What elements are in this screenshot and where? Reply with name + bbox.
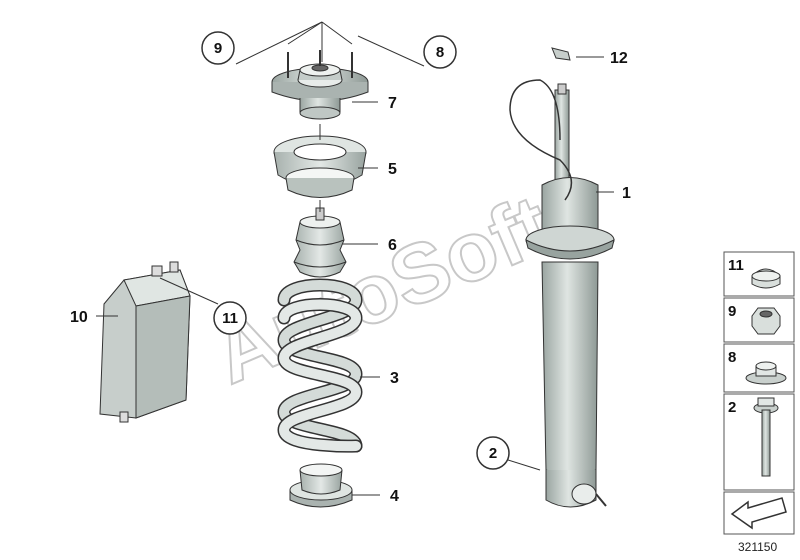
panel-label-9: 9 xyxy=(728,303,736,320)
panel-label-11: 11 xyxy=(728,257,744,274)
callout-12: 12 xyxy=(610,50,628,67)
callout-7: 7 xyxy=(388,95,397,112)
svg-text:2: 2 xyxy=(489,445,497,462)
callout-4: 4 xyxy=(390,488,399,505)
flange-nut-icon xyxy=(745,361,787,385)
hex-nut-icon xyxy=(751,307,781,335)
callout-10: 10 xyxy=(70,309,88,326)
bolt-icon xyxy=(753,397,779,477)
lower-spring-seat xyxy=(289,463,353,508)
control-module xyxy=(99,261,191,423)
view-direction-arrow-icon xyxy=(730,497,787,530)
bump-stop xyxy=(293,207,347,278)
cap-nut-icon xyxy=(751,268,781,289)
leader-lines xyxy=(96,21,614,496)
callout-6: 6 xyxy=(388,237,397,254)
callout-1: 1 xyxy=(622,185,631,202)
reference-number: 321150 xyxy=(738,540,778,554)
coil-spring xyxy=(277,278,363,453)
upper-spring-seat xyxy=(273,135,367,198)
svg-text:8: 8 xyxy=(436,44,444,61)
panel-label-2: 2 xyxy=(728,399,736,416)
callout-3: 3 xyxy=(390,370,399,387)
circled-callout-9: 9 xyxy=(201,31,235,65)
svg-text:9: 9 xyxy=(214,40,222,57)
shock-absorber xyxy=(509,47,615,508)
hardware-panel xyxy=(723,251,795,535)
circled-callout-11: 11 xyxy=(213,301,247,335)
callout-5: 5 xyxy=(388,161,397,178)
top-mount xyxy=(271,50,369,120)
watermark: AutoSoft xyxy=(200,177,563,402)
svg-text:11: 11 xyxy=(222,310,238,327)
panel-label-8: 8 xyxy=(728,349,736,366)
circled-callout-2: 2 xyxy=(476,436,510,470)
circled-callout-8: 8 xyxy=(423,35,457,69)
